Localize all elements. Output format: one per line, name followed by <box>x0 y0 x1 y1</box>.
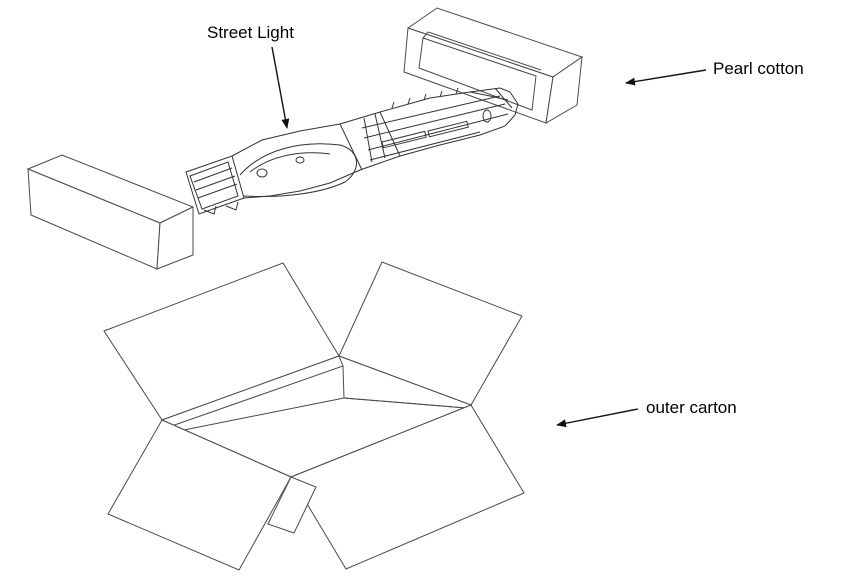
outer-carton-arrow <box>556 409 638 428</box>
pearl-cotton-block-right <box>404 8 582 123</box>
outer-carton-label: outer carton <box>646 398 737 417</box>
leader-arrows <box>272 47 706 428</box>
street-light-label: Street Light <box>207 23 294 42</box>
outer-carton <box>104 262 524 570</box>
street-light <box>186 88 518 214</box>
pearl-cotton-block-left <box>28 155 193 269</box>
pearl-cotton-label: Pearl cotton <box>713 59 804 78</box>
street-light-arrow <box>272 47 290 129</box>
pearl-cotton-arrow <box>625 70 706 86</box>
